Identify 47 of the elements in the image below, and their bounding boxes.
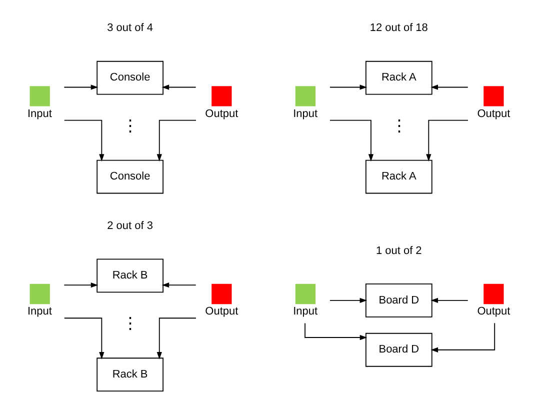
arrow <box>328 120 374 162</box>
node-label: Output <box>476 306 510 318</box>
node-box <box>29 284 50 304</box>
node-box: Rack B <box>96 358 163 392</box>
node-label: Input <box>292 306 318 318</box>
node-label: Output <box>204 108 238 120</box>
node-box: Console <box>96 160 163 194</box>
label: ⋮ <box>122 315 138 334</box>
node-box <box>29 86 50 106</box>
arrow <box>161 84 196 90</box>
node-label: Output <box>476 108 510 120</box>
label: ⋮ <box>390 117 406 136</box>
arrow <box>156 318 196 360</box>
node-box: Board D <box>364 283 432 318</box>
node-box: Rack B <box>96 258 163 293</box>
arrow <box>328 84 367 90</box>
node-label: Input <box>26 108 52 120</box>
label: ⋮ <box>122 117 138 136</box>
arrow <box>304 322 367 340</box>
arrow <box>426 120 468 162</box>
label: 12 out of 18 <box>369 22 428 34</box>
node-box <box>483 284 504 304</box>
arrow <box>161 282 196 288</box>
node-box: Console <box>96 60 163 95</box>
node-box <box>211 86 232 106</box>
arrow <box>328 298 367 303</box>
arrow <box>63 120 104 162</box>
node-label: Output <box>204 306 238 318</box>
node-label: Input <box>292 108 318 120</box>
label: 1 out of 2 <box>375 244 422 257</box>
node-label: Input <box>26 306 52 318</box>
arrow <box>430 298 468 303</box>
label: 3 out of 4 <box>106 22 152 34</box>
node-box: Board D <box>364 332 432 367</box>
node-box <box>294 284 316 304</box>
arrow <box>63 282 98 288</box>
arrow <box>156 120 196 162</box>
node-box: Rack A <box>364 60 432 95</box>
node-box <box>294 86 316 106</box>
arrow <box>63 84 98 90</box>
arrow <box>430 84 468 90</box>
arrow <box>63 318 104 360</box>
node-box: Rack A <box>364 160 432 194</box>
label: 2 out of 3 <box>106 220 152 232</box>
node-box <box>483 86 504 106</box>
arrow <box>430 322 495 352</box>
node-box <box>211 284 232 304</box>
